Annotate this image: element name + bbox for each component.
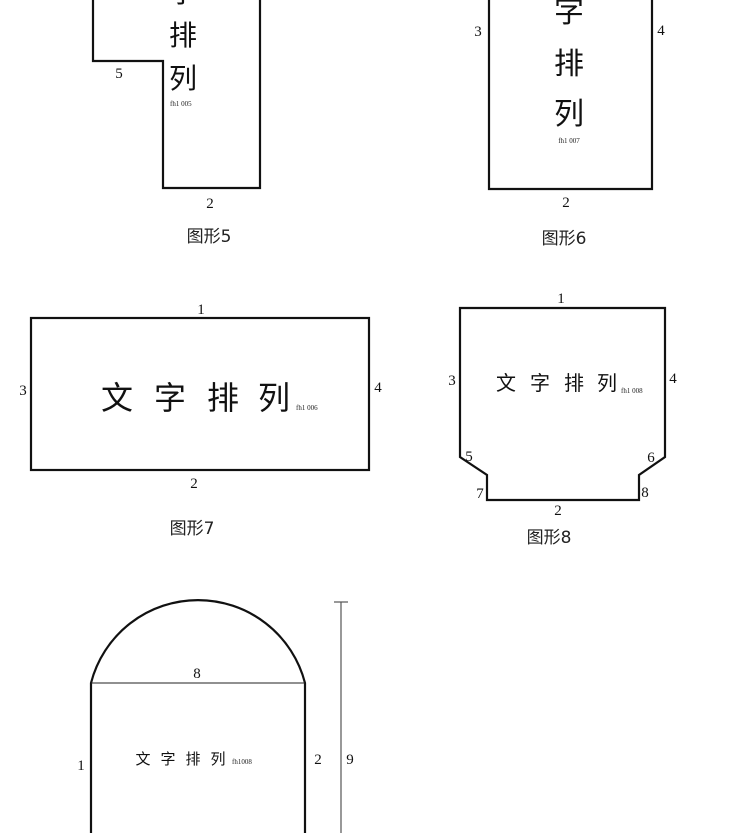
figure-8: 文 字 排 列 fh1 008 1 3 4 5 6 7 8 2 图形8 [448,291,677,548]
figure-8-label: 1 [557,291,565,307]
figure-9-label: 8 [193,666,201,682]
figure-9-label: 2 [314,752,322,768]
figure-5-char: 字 [169,0,197,9]
figure-8-label: 4 [669,371,677,387]
figure-7-label: 3 [19,383,27,399]
figure-5-caption: 图形5 [187,227,232,247]
figure-8-label: 3 [448,373,456,389]
figure-6-char: 列 [554,97,584,132]
figure-8-char: 文 [496,371,516,395]
figure-8-label: 7 [476,486,484,502]
figure-8-char: 排 [564,371,584,395]
figure-6-char: 字 [554,0,584,30]
figure-7-outline [29,316,371,472]
figure-7-label: 2 [190,476,198,492]
figure-7-label: 1 [197,302,205,318]
figure-8-caption: 图形8 [527,528,572,548]
figure-9-code: fh1008 [232,758,252,766]
figure-6-label: 4 [657,23,665,39]
figure-9: 文 字 排 列 fh1008 8 1 2 9 [77,598,354,833]
figure-5-char: 排 [169,19,197,52]
figure-7-code: fh1 006 [296,404,318,412]
figure-5-label: 5 [115,66,123,82]
figure-9-label: 1 [77,758,85,774]
figure-5: 字 排 列 fh1 005 5 2 图形5 [91,0,262,247]
figure-8-code: fh1 008 [621,387,643,395]
figure-5-label: 2 [206,196,214,212]
figure-7-label: 4 [374,380,382,396]
figure-8-char: 列 [597,371,617,395]
figure-7-char: 排 [207,379,239,417]
figure-9-char: 字 [160,750,175,768]
figure-9-outline [89,598,307,833]
figure-8-outline [458,306,667,502]
figure-6-caption: 图形6 [542,229,587,249]
figure-8-label: 5 [465,449,473,465]
figure-6-label: 3 [474,24,482,40]
figure-9-char: 文 [135,750,150,768]
figure-7-char: 文 [101,379,133,417]
figure-9-char: 排 [185,750,200,768]
figure-5-outline [91,0,262,190]
figure-7-char: 列 [258,379,290,417]
figure-8-char: 字 [530,371,550,395]
figure-8-label: 6 [647,450,655,466]
figure-6-label: 2 [562,195,570,211]
figure-5-char: 列 [169,62,197,95]
figure-6-outline [487,0,654,191]
figure-7-caption: 图形7 [170,519,215,539]
figure-8-label: 2 [554,503,562,519]
figure-7-char: 字 [154,379,186,417]
figure-6: 字 排 列 fh1 007 3 4 2 图形6 [474,0,665,249]
figure-6-char: 排 [554,47,584,82]
figure-7: 文 字 排 列 fh1 006 1 3 4 2 图形7 [19,302,382,539]
figure-6-code: fh1 007 [558,137,580,145]
figure-8-label: 8 [641,485,649,501]
figure-9-label: 9 [346,752,354,768]
figure-9-char: 列 [210,750,225,768]
figure-5-code: fh1 005 [170,100,192,108]
